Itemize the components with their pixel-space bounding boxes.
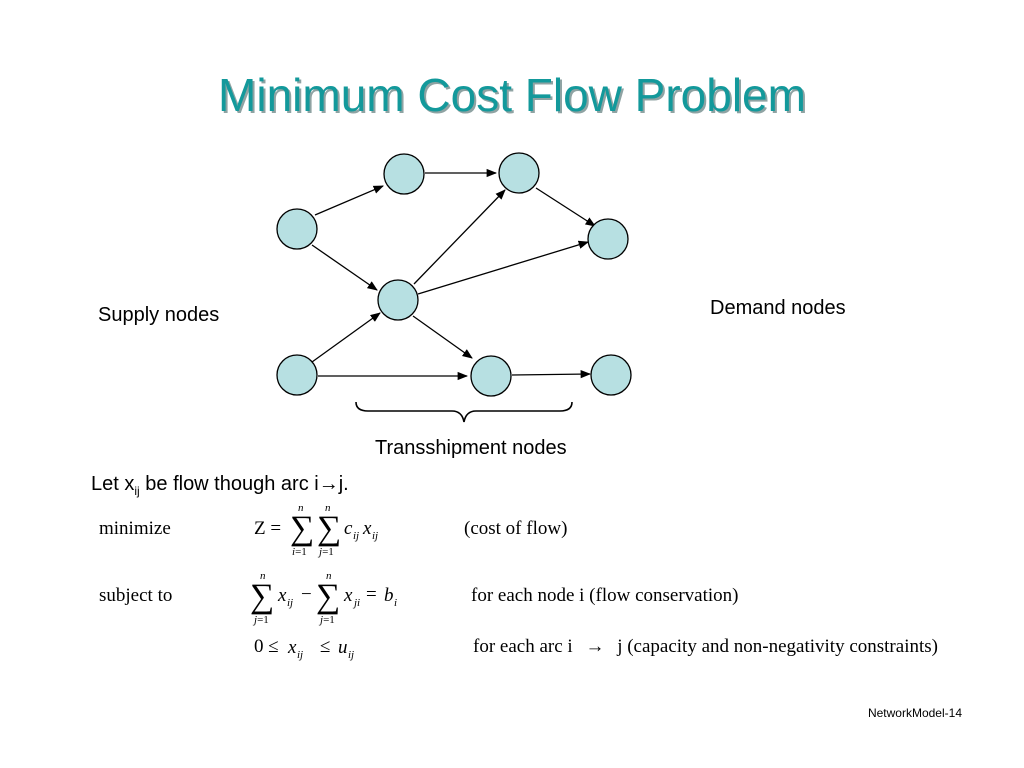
arc bbox=[412, 315, 473, 359]
network-node bbox=[276, 208, 318, 250]
arc bbox=[511, 369, 592, 379]
network-node bbox=[470, 355, 512, 397]
transshipment-nodes-label: Transshipment nodes bbox=[375, 437, 567, 459]
slide-title: Minimum Cost Flow Problem bbox=[218, 69, 806, 121]
capacity-comment-suffix: j (capacity and non-negativity constrain… bbox=[617, 636, 938, 657]
network-node bbox=[377, 279, 419, 321]
capacity-comment: for each arc i → j (capacity and non-neg… bbox=[473, 636, 938, 658]
network-node bbox=[587, 218, 629, 260]
intro-line: Let xij be flow though arc i→j. bbox=[91, 473, 349, 498]
conservation-comment: for each node i (flow conservation) bbox=[471, 585, 739, 606]
network-node bbox=[590, 354, 632, 396]
intro-subscript: ij bbox=[134, 484, 140, 498]
arc bbox=[314, 185, 384, 216]
objective-formula: Z = n ∑ i=1 n ∑ j=1 c ij x ij bbox=[254, 502, 379, 558]
arc bbox=[535, 187, 596, 227]
network-node bbox=[383, 153, 425, 195]
intro-rest: be flow though arc i→j. bbox=[139, 473, 349, 495]
objective-comment: (cost of flow) bbox=[464, 518, 568, 539]
arc bbox=[311, 244, 378, 291]
right-arrow-icon: → bbox=[585, 636, 605, 657]
slide-footer: NetworkModel-14 bbox=[867, 706, 962, 720]
network-node bbox=[276, 354, 318, 396]
network-node bbox=[498, 152, 540, 194]
intro-let: Let x bbox=[91, 473, 135, 495]
subject-to-label: subject to bbox=[99, 585, 173, 606]
arc bbox=[413, 189, 506, 285]
capacity-formula: 0 ≤ x ij ≤ u ij bbox=[254, 636, 355, 661]
minimize-label: minimize bbox=[99, 518, 171, 539]
transshipment-brace bbox=[355, 401, 573, 423]
supply-nodes-label: Supply nodes bbox=[98, 304, 220, 326]
capacity-comment-prefix: for each arc i bbox=[473, 636, 573, 657]
arc bbox=[417, 240, 589, 295]
arc bbox=[311, 312, 381, 363]
demand-nodes-label: Demand nodes bbox=[710, 297, 846, 319]
conservation-formula: n ∑ j=1 x ij − n ∑ j=1 x ji = b i bbox=[250, 570, 398, 626]
